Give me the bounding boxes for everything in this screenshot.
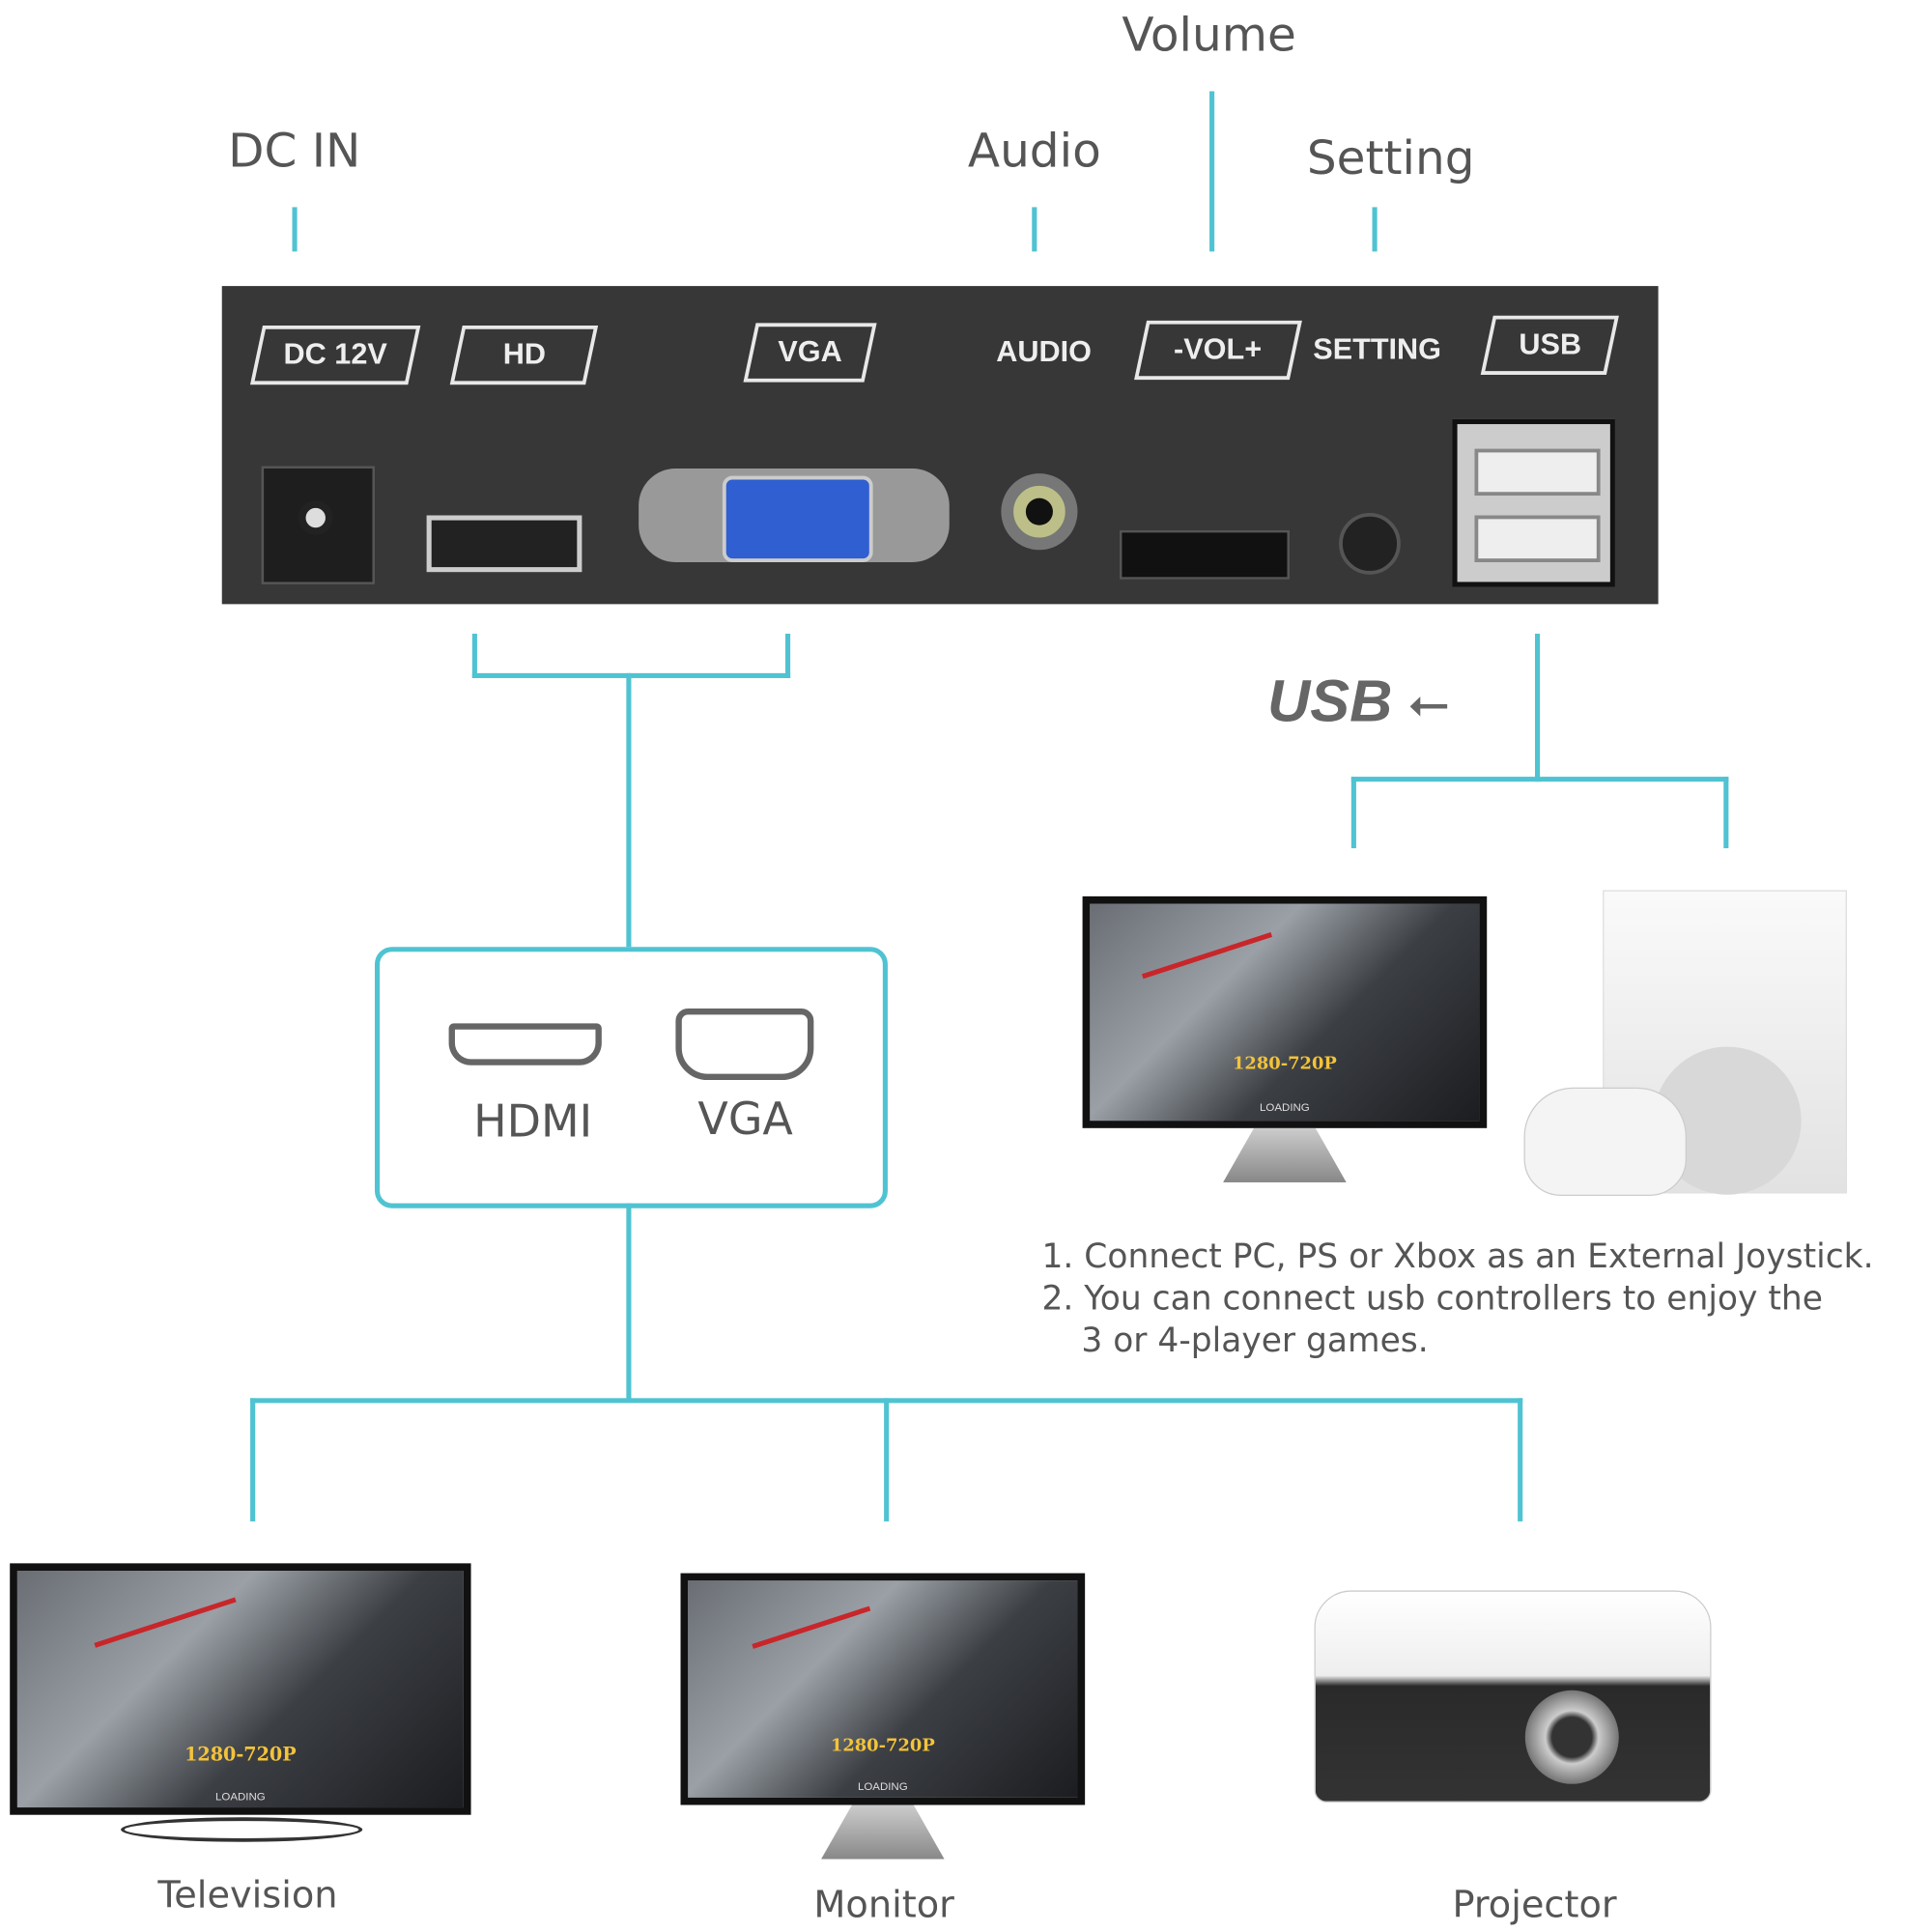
tv-screen: 1280-720P LOADING <box>10 1563 471 1815</box>
hdmi-label: HDMI <box>473 1096 593 1149</box>
pc-monitor-screen: 1280-720P LOADING <box>1082 895 1488 1128</box>
label-television: Television <box>157 1873 338 1918</box>
volume-rocker <box>1119 529 1291 580</box>
port-label-audio: AUDIO <box>996 335 1092 369</box>
connector-line <box>292 207 298 252</box>
connector-line <box>1534 634 1541 782</box>
note-2: 2. You can connect usb controllers to en… <box>1041 1279 1823 1319</box>
vga-port <box>639 468 950 562</box>
monitor-screen: 1280-720P LOADING <box>680 1573 1086 1805</box>
setting-button <box>1339 512 1401 575</box>
note-2-cont: 3 or 4-player games. <box>1081 1321 1429 1360</box>
connector-line <box>1209 91 1215 252</box>
usb-heading: USB <box>1267 669 1393 735</box>
port-label-volume: -VOL+ <box>1134 320 1302 381</box>
tv-stand <box>121 1817 363 1842</box>
projector-lens <box>1524 1690 1619 1784</box>
monitor-stand <box>821 1804 945 1860</box>
connector-line <box>1723 777 1729 849</box>
port-label-setting: SETTING <box>1313 332 1442 367</box>
label-monitor: Monitor <box>813 1884 954 1927</box>
port-label-vga: VGA <box>743 323 877 383</box>
note-1: 1. Connect PC, PS or Xbox as an External… <box>1041 1237 1874 1276</box>
connector-line <box>626 1203 632 1401</box>
monitor-stand <box>1223 1127 1347 1182</box>
hdmi-icon <box>448 1023 602 1065</box>
connector-line <box>1518 1398 1523 1521</box>
connector-line <box>250 1398 256 1521</box>
port-label-usb: USB <box>1480 315 1619 375</box>
dc-jack <box>261 466 375 584</box>
label-projector: Projector <box>1452 1884 1617 1927</box>
connector-line <box>1032 207 1037 252</box>
usb-notes: 1. Connect PC, PS or Xbox as an External… <box>1041 1236 1873 1362</box>
connector-line <box>471 672 791 678</box>
connector-line <box>1350 777 1729 782</box>
label-setting: Setting <box>1306 130 1475 185</box>
audio-jack <box>1001 473 1078 551</box>
connector-line <box>1350 777 1356 849</box>
video-output-box: HDMI VGA <box>374 947 888 1208</box>
device-rear-panel: DC 12V HD VGA AUDIO -VOL+ SETTING USB <box>221 286 1659 605</box>
connector-line <box>785 634 791 678</box>
port-label-hd: HD <box>449 325 599 385</box>
vga-label: VGA <box>697 1094 793 1146</box>
hdmi-port <box>426 515 582 573</box>
connector-line <box>626 672 632 948</box>
vga-icon <box>675 1009 814 1081</box>
label-dc-in: DC IN <box>228 123 361 178</box>
port-label-dc: DC 12V <box>249 325 421 385</box>
connector-line <box>1372 207 1378 252</box>
projector <box>1314 1590 1712 1803</box>
usb-icon: ⭠ <box>1407 672 1450 731</box>
connector-line <box>884 1398 890 1521</box>
connector-line <box>471 634 477 678</box>
usb-ports <box>1452 418 1615 587</box>
label-audio: Audio <box>967 123 1101 178</box>
label-volume: Volume <box>1122 7 1296 62</box>
game-controller <box>1523 1087 1687 1197</box>
